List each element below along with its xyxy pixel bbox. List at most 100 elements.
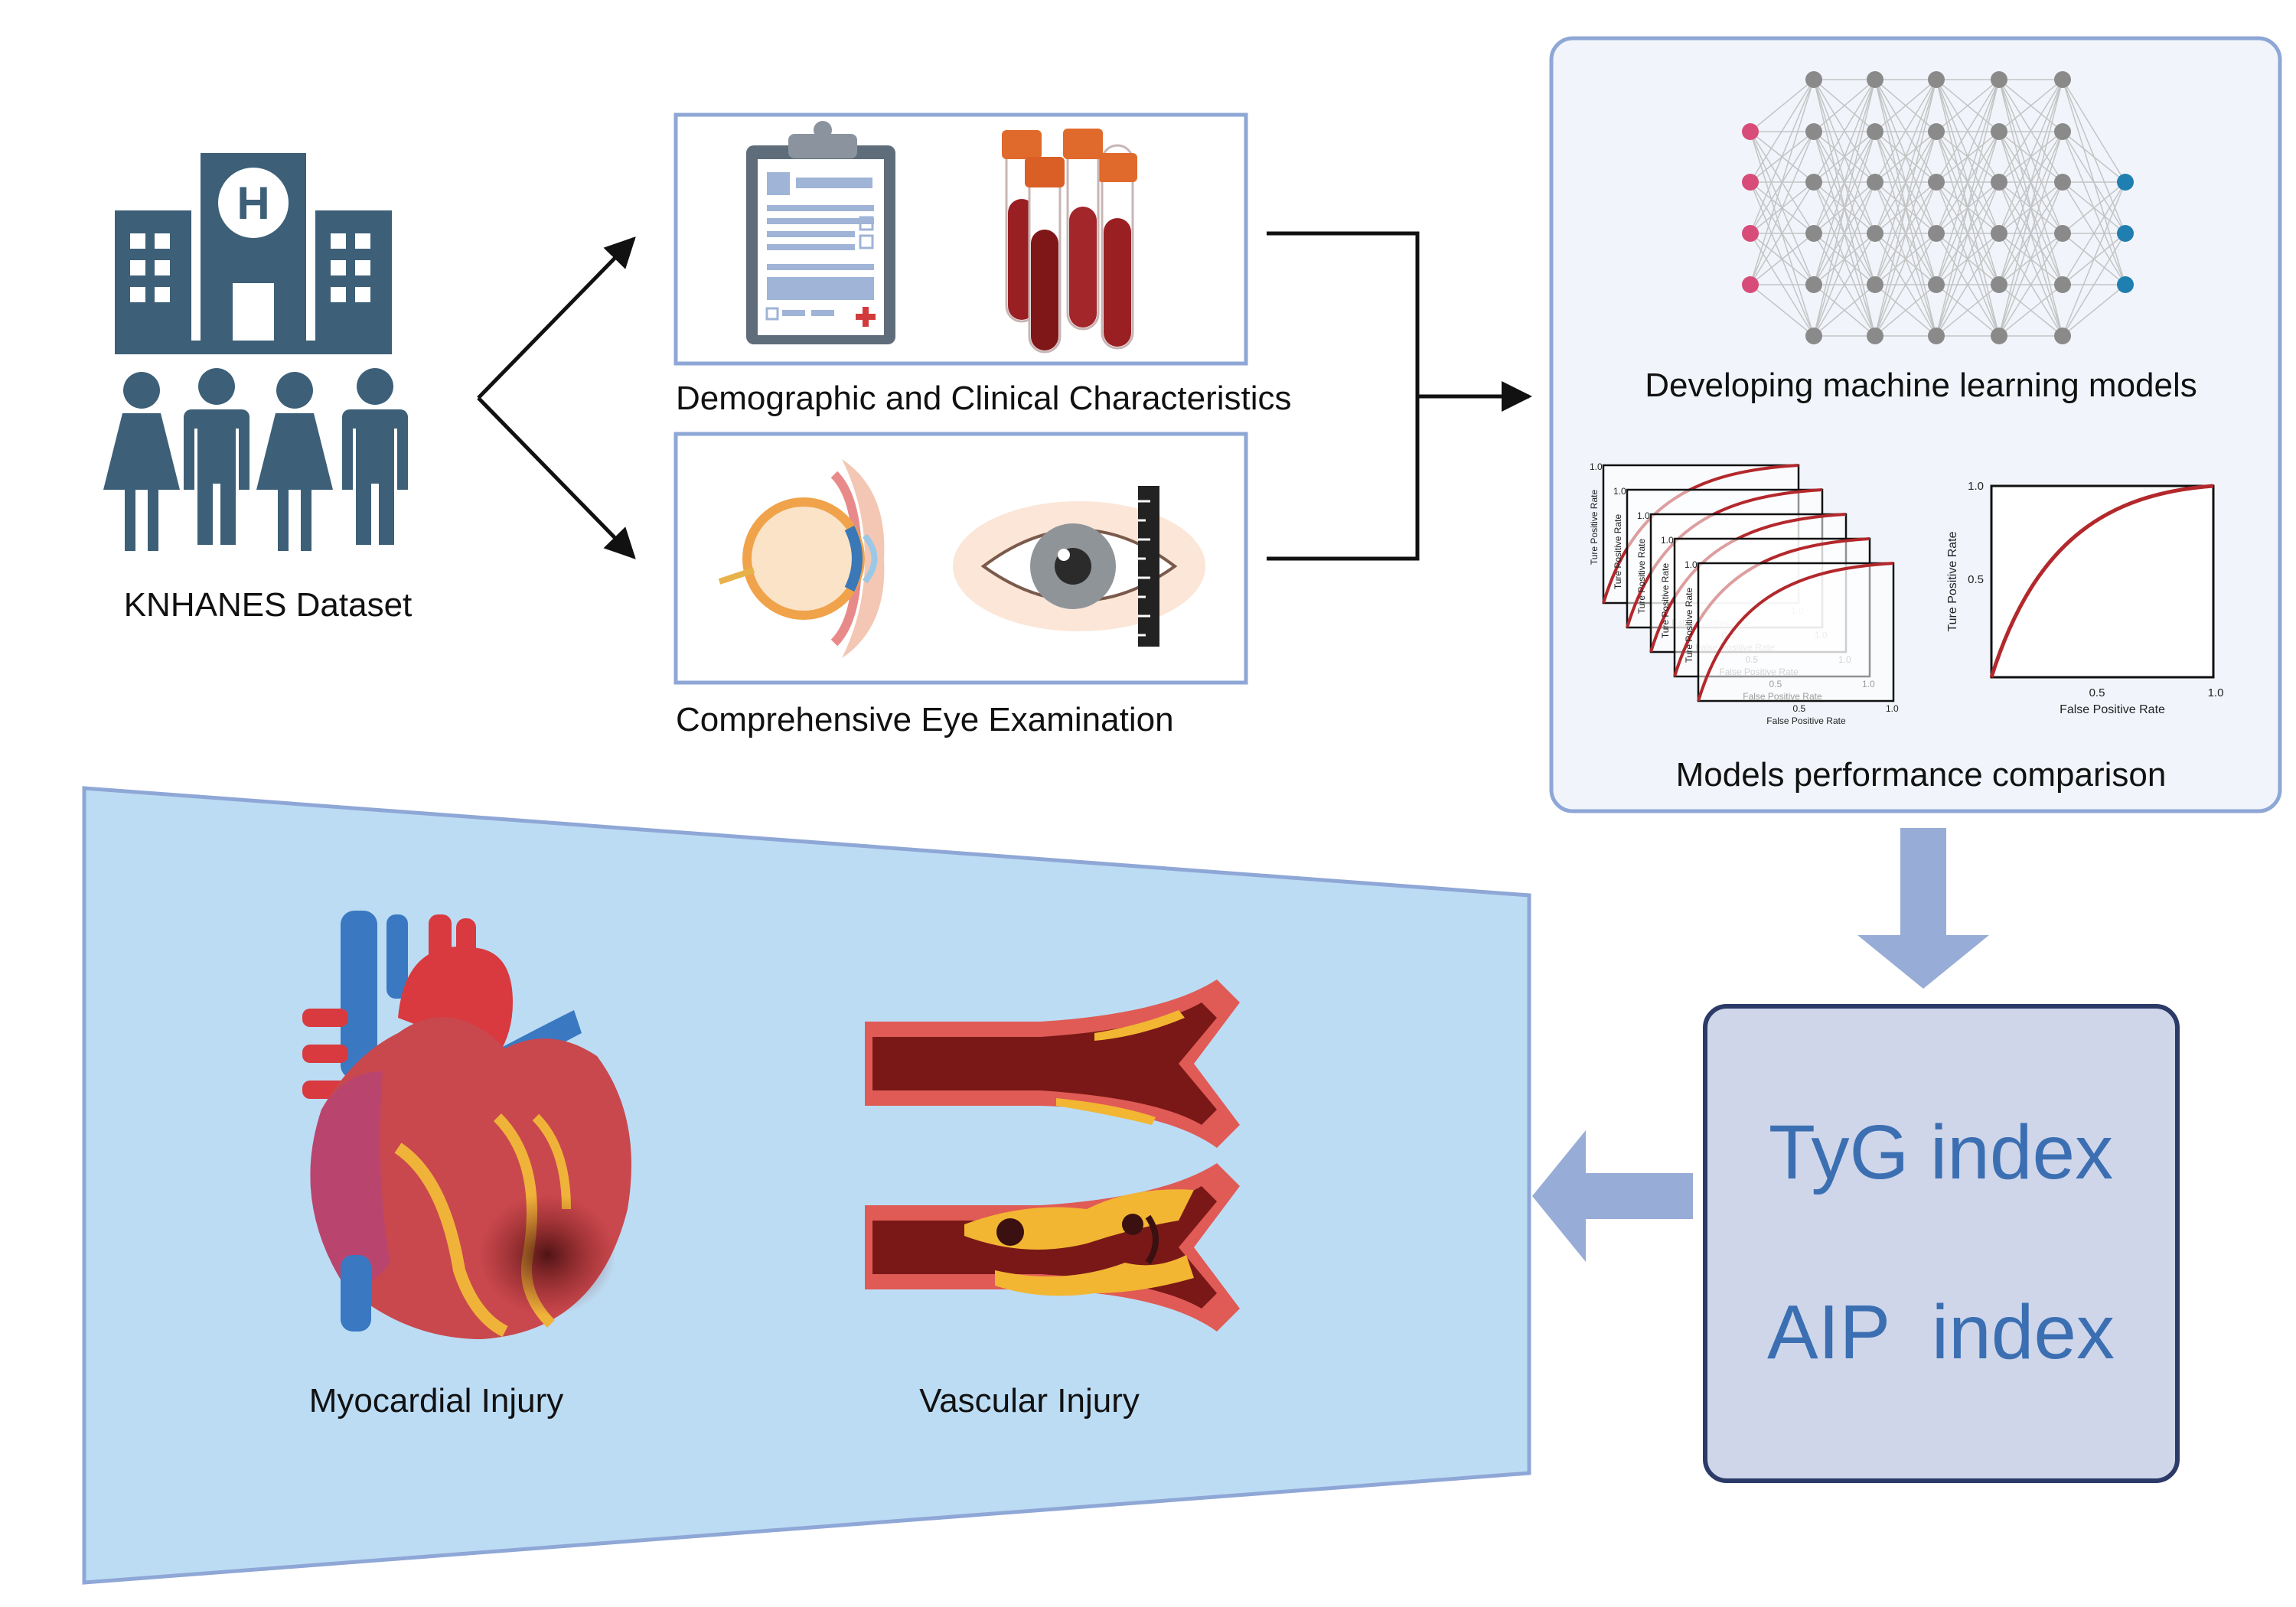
nn-node bbox=[1867, 174, 1883, 191]
nn-edge bbox=[1874, 233, 1937, 337]
nn-edge bbox=[1874, 79, 1937, 132]
nn-edge bbox=[1750, 284, 1815, 337]
nn-edge bbox=[1813, 79, 1876, 132]
nn-node bbox=[1991, 71, 2007, 88]
nn-edge bbox=[1750, 79, 1815, 132]
nn-edge bbox=[1998, 233, 2063, 337]
eye-closeup-icon bbox=[953, 486, 1205, 647]
roc-small-curve bbox=[1697, 562, 1894, 702]
nn-node bbox=[1805, 174, 1822, 191]
nn-edge bbox=[1874, 79, 1937, 234]
nn-edge bbox=[1998, 284, 2063, 337]
nn-node bbox=[1928, 276, 1945, 293]
roc-big-xlabel: False Positive Rate bbox=[2060, 703, 2165, 716]
nn-node bbox=[2054, 123, 2071, 140]
roc-small-ytick-1: 1.0 bbox=[1590, 461, 1603, 472]
nn-node bbox=[1867, 328, 1883, 344]
nn-node bbox=[1928, 71, 1945, 88]
eye-label: Comprehensive Eye Examination bbox=[676, 701, 1174, 738]
roc-small-xtick-1: 1.0 bbox=[1886, 703, 1899, 714]
blocked-vessel-icon bbox=[865, 1163, 1240, 1332]
nn-node bbox=[2054, 174, 2071, 191]
nn-node bbox=[1928, 123, 1945, 140]
roc-small-ytick-1: 1.0 bbox=[1613, 486, 1626, 497]
roc-small-ytick-1: 1.0 bbox=[1684, 559, 1698, 570]
nn-node bbox=[1805, 71, 1822, 88]
nn-edge bbox=[1750, 79, 1815, 183]
nn-edge bbox=[1936, 79, 2000, 285]
roc-small-ylabel: Ture Positive Rate bbox=[1660, 563, 1671, 639]
nn-edge bbox=[1874, 284, 1937, 337]
nn-edge bbox=[1813, 79, 1876, 234]
nn-edge bbox=[1874, 79, 1937, 183]
nn-edge bbox=[1813, 79, 1876, 183]
nn-edge bbox=[1813, 181, 1876, 337]
nn-node bbox=[1742, 276, 1759, 293]
branch-arrows bbox=[477, 236, 636, 559]
nn-edge bbox=[2062, 181, 2126, 285]
nn-edge bbox=[1936, 79, 2000, 132]
nn-node bbox=[2117, 225, 2134, 242]
nn-node bbox=[2054, 276, 2071, 293]
heart-icon bbox=[302, 911, 631, 1339]
nn-edge bbox=[1936, 131, 2000, 337]
nn-node bbox=[1805, 328, 1822, 344]
nn-node bbox=[1928, 225, 1945, 242]
nn-node bbox=[1742, 123, 1759, 140]
nn-node bbox=[2054, 225, 2071, 242]
nn-edge bbox=[1750, 79, 1815, 285]
nn-node bbox=[2117, 276, 2134, 293]
roc-small-ytick-1: 1.0 bbox=[1637, 510, 1650, 521]
nn-node bbox=[1805, 276, 1822, 293]
roc-small-ylabel: Ture Positive Rate bbox=[1589, 490, 1600, 566]
nn-edge bbox=[1874, 79, 1937, 285]
nn-edge bbox=[1874, 131, 1937, 337]
down-arrow bbox=[1857, 828, 1989, 989]
dataset-label: KNHANES Dataset bbox=[124, 586, 413, 624]
svg-text:H: H bbox=[236, 178, 269, 229]
nn-node bbox=[1928, 328, 1945, 344]
roc-big-ytick-1: 1.0 bbox=[1968, 480, 1984, 493]
roc-big-ylabel: Ture Positive Rate bbox=[1946, 531, 1959, 631]
nn-edge bbox=[1998, 79, 2063, 132]
roc-small-xlabel: False Positive Rate bbox=[1766, 715, 1846, 726]
nn-edge bbox=[2062, 181, 2126, 234]
roc-small-ylabel: Ture Positive Rate bbox=[1613, 514, 1623, 590]
roc-big-xtick-1: 1.0 bbox=[2208, 686, 2224, 699]
roc-small-xtick-05: 0.5 bbox=[1793, 703, 1806, 714]
nn-node bbox=[1928, 174, 1945, 191]
tyg-index-label: TyG index bbox=[1769, 1110, 2113, 1195]
nn-node bbox=[1991, 328, 2007, 344]
nn-node bbox=[2117, 174, 2134, 191]
blood-tubes-icon bbox=[1002, 129, 1137, 354]
nn-edge bbox=[1998, 181, 2063, 337]
vascular-label: Vascular Injury bbox=[919, 1382, 1140, 1420]
healthy-vessel-icon bbox=[865, 980, 1240, 1148]
nn-node bbox=[1867, 276, 1883, 293]
nn-node bbox=[1867, 71, 1883, 88]
nn-edge bbox=[1813, 233, 1876, 337]
ml-dev-label: Developing machine learning models bbox=[1645, 367, 2197, 404]
nn-edge bbox=[1750, 79, 1815, 234]
roc-big-xtick-05: 0.5 bbox=[2089, 686, 2105, 699]
roc-big-ytick-05: 0.5 bbox=[1968, 573, 1984, 586]
nn-edge bbox=[1998, 79, 2063, 234]
clipboard-icon bbox=[746, 121, 895, 344]
nn-edge bbox=[1998, 79, 2063, 285]
people-icon bbox=[103, 368, 408, 551]
nn-node bbox=[1805, 123, 1822, 140]
nn-node bbox=[1867, 225, 1883, 242]
nn-node bbox=[1991, 174, 2007, 191]
nn-edge bbox=[1813, 284, 1876, 337]
nn-node bbox=[1991, 225, 2007, 242]
nn-edge bbox=[1813, 131, 1876, 337]
nn-edge bbox=[1998, 79, 2063, 337]
nn-edge bbox=[1936, 79, 2000, 337]
nn-node bbox=[1991, 276, 2007, 293]
nn-edge bbox=[1874, 79, 1937, 337]
nn-edge bbox=[1998, 79, 2063, 183]
nn-edge bbox=[1874, 181, 1937, 337]
nn-edge bbox=[2062, 233, 2126, 337]
nn-edge bbox=[1936, 79, 2000, 183]
